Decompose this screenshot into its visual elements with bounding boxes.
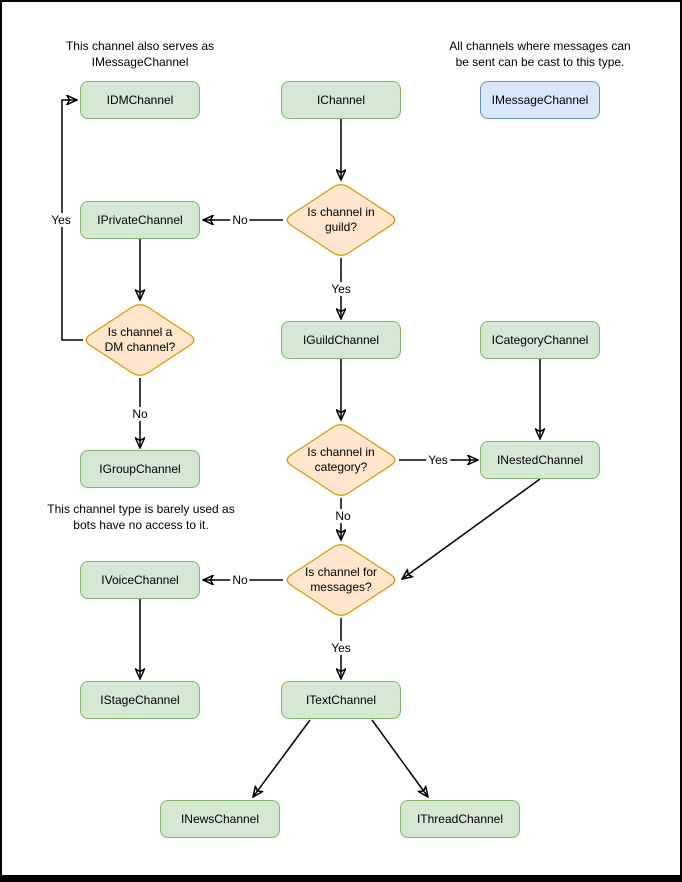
note-group-channel: This channel type is barely used as bots… <box>47 501 234 533</box>
decision-text: Is channel in category? <box>283 422 399 498</box>
node-itextchannel: ITextChannel <box>281 681 401 719</box>
decision-text: Is channel a DM channel? <box>82 302 198 378</box>
node-iprivatechannel: IPrivateChannel <box>80 201 200 239</box>
node-idmchannel: IDMChannel <box>80 81 200 119</box>
node-igroupchannel: IGroupChannel <box>80 450 200 488</box>
node-ichannel: IChannel <box>281 81 401 119</box>
decision-is-channel-in-guild: Is channel in guild? <box>283 182 399 258</box>
node-istagechannel: IStageChannel <box>80 681 200 719</box>
node-ithreadchannel: IThreadChannel <box>400 800 520 838</box>
decision-text-line: Is channel for <box>304 565 378 579</box>
diamond-shape <box>286 184 396 256</box>
note-line: bots have no access to it. <box>73 518 209 532</box>
edge-label-guild-no: No <box>230 213 250 227</box>
node-inestedchannel: INestedChannel <box>480 441 600 479</box>
diamond-shape <box>85 304 195 376</box>
decision-is-channel-for-messages: Is channel for messages? <box>283 542 399 618</box>
note-line: All channels where messages can <box>449 39 631 53</box>
decision-text: Is channel for messages? <box>283 542 399 618</box>
note-dm-channel: This channel also serves as IMessageChan… <box>66 38 214 70</box>
decision-text-line: Is channel in <box>307 205 375 219</box>
decision-text-line: DM channel? <box>104 340 176 354</box>
edge-itextchannel-to-ithreadchannel <box>371 719 428 797</box>
decision-is-channel-a-dm: Is channel a DM channel? <box>82 302 198 378</box>
edge-inestedchannel-to-messages-decision <box>402 478 541 579</box>
note-line: be sent can be cast to this type. <box>455 55 625 69</box>
node-iguildchannel: IGuildChannel <box>281 321 401 359</box>
decision-is-channel-in-category: Is channel in category? <box>283 422 399 498</box>
note-line: IMessageChannel <box>91 55 189 69</box>
note-line: This channel type is barely used as <box>47 502 235 516</box>
decision-text: Is channel in guild? <box>283 182 399 258</box>
decision-text-line: messages? <box>310 580 372 594</box>
node-ivoicechannel: IVoiceChannel <box>80 561 200 599</box>
diamond-shape <box>286 544 396 616</box>
node-inewschannel: INewsChannel <box>160 800 280 838</box>
edge-label-messages-yes: Yes <box>329 641 353 655</box>
note-line: This channel also serves as <box>65 39 215 53</box>
node-icategorychannel: ICategoryChannel <box>480 321 600 359</box>
edge-itextchannel-to-inewschannel <box>253 719 311 797</box>
edge-label-guild-yes: Yes <box>329 282 353 296</box>
decision-text-line: category? <box>314 460 368 474</box>
edge-label-dm-no: No <box>130 407 150 421</box>
decision-text-line: guild? <box>324 220 358 234</box>
edge-label-messages-no: No <box>230 573 250 587</box>
edge-label-category-no: No <box>333 509 353 523</box>
diamond-shape <box>286 424 396 496</box>
edge-label-dm-yes: Yes <box>49 213 73 227</box>
node-imessagechannel: IMessageChannel <box>480 81 600 119</box>
edge-label-category-yes: Yes <box>426 453 450 467</box>
decision-text-line: Is channel in <box>307 445 375 459</box>
decision-text-line: Is channel a <box>107 325 173 339</box>
note-message-channel: All channels where messages can be sent … <box>449 38 630 70</box>
